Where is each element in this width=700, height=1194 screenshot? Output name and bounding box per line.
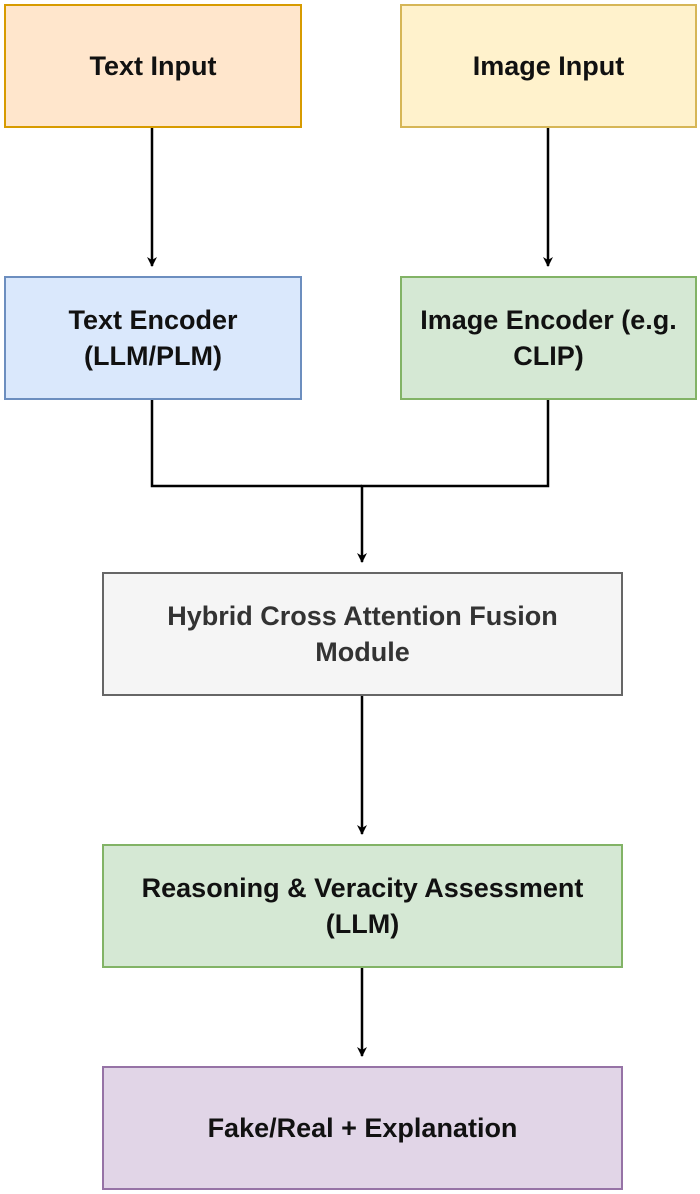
edge-text-encoder-to-fusion xyxy=(150,400,362,488)
reasoning-label-line2: (LLM) xyxy=(325,909,400,939)
image-input-node: Image Input xyxy=(400,4,697,128)
text-input-node: Text Input xyxy=(4,4,302,128)
text-encoder-node: Text Encoder (LLM/PLM) xyxy=(4,276,302,400)
output-node: Fake/Real + Explanation xyxy=(102,1066,623,1190)
text-input-label: Text Input xyxy=(89,50,217,81)
output-label: Fake/Real + Explanation xyxy=(207,1112,518,1143)
image-encoder-label-line1: Image Encoder (e.g. xyxy=(420,304,677,335)
image-encoder-label-line2: CLIP) xyxy=(513,341,584,371)
edge-image-encoder-to-fusion xyxy=(357,400,550,563)
image-input-label: Image Input xyxy=(472,50,625,81)
image-encoder-node: Image Encoder (e.g. CLIP) xyxy=(400,276,697,400)
fusion-module-label-line2: Module xyxy=(315,637,410,667)
reasoning-node: Reasoning & Veracity Assessment (LLM) xyxy=(102,844,623,968)
reasoning-label-line1: Reasoning & Veracity Assessment xyxy=(141,872,584,903)
fusion-module-node: Hybrid Cross Attention Fusion Module xyxy=(102,572,623,696)
fusion-module-label-line1: Hybrid Cross Attention Fusion xyxy=(167,600,558,631)
text-encoder-label-line1: Text Encoder xyxy=(68,304,238,335)
text-encoder-label-line2: (LLM/PLM) xyxy=(84,341,222,371)
